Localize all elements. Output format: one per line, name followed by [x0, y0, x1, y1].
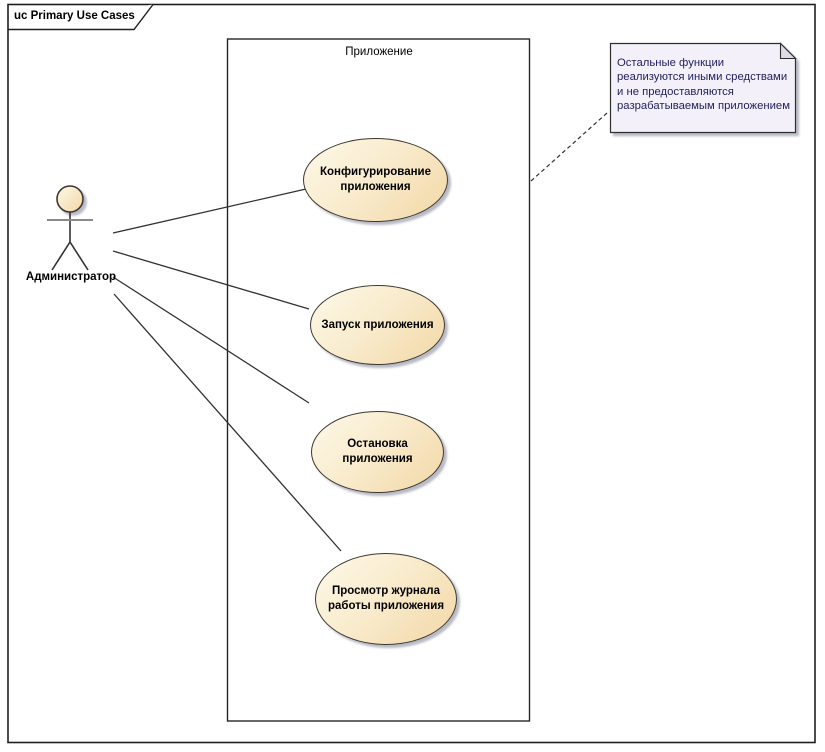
use-case-start-application: Запуск приложения — [310, 285, 445, 365]
note-shape — [609, 42, 797, 134]
system-boundary-label: Приложение — [345, 46, 413, 58]
note-link-dashed-line — [530, 112, 608, 182]
use-case-label: Остановка приложения — [342, 438, 413, 465]
actor-right-leg — [69, 241, 89, 271]
actor-figure — [47, 185, 93, 271]
note-body — [609, 42, 797, 134]
use-case-view-log: Просмотр журнала работы приложения — [315, 553, 457, 645]
use-case-label: Просмотр журнала работы приложения — [327, 585, 445, 612]
frame-title: uc Primary Use Cases — [14, 10, 135, 22]
use-case-configure-application: Конфигурирование приложения — [303, 138, 448, 222]
use-case-label: Запуск приложения — [321, 318, 434, 331]
actor-left-leg — [51, 241, 71, 271]
frame-tab — [8, 4, 154, 31]
association-viewlog — [113, 293, 342, 552]
actor-label: Администратор — [25, 271, 117, 283]
association-stop — [112, 276, 310, 404]
association-lines — [112, 188, 342, 552]
association-start — [112, 250, 310, 310]
note-folded-corner — [779, 42, 797, 60]
note-text: Остальные функции реализуются иными сред… — [617, 57, 790, 112]
frame-border — [7, 3, 816, 744]
association-configure — [112, 188, 307, 234]
use-case-label: Конфигурирование приложения — [319, 166, 432, 193]
actor-head — [56, 185, 84, 213]
use-case-stop-application: Остановка приложения — [311, 411, 444, 493]
